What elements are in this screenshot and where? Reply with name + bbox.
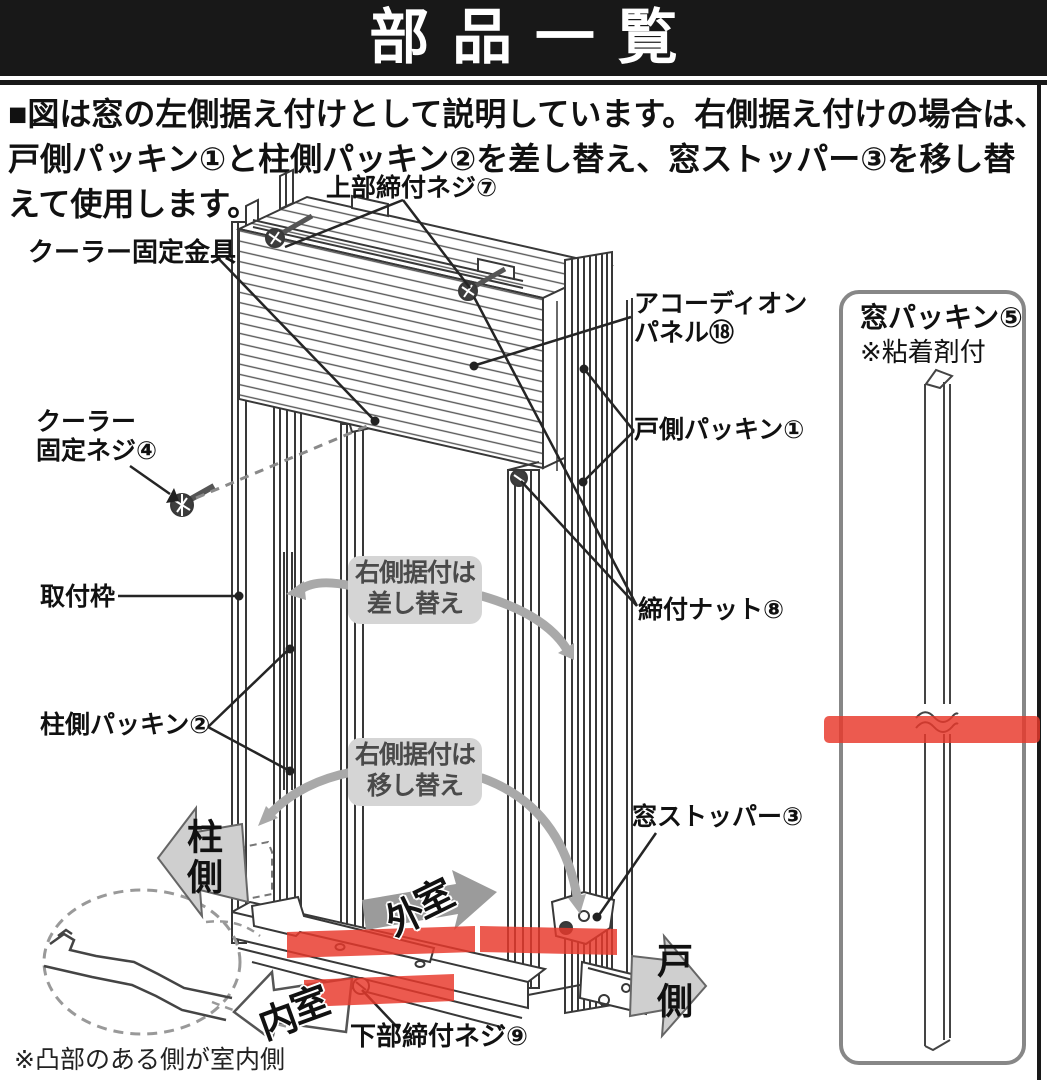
- label-cooler-screw: クーラー 固定ネジ④: [36, 408, 158, 465]
- highlight-bar: [287, 926, 475, 958]
- label-window-stopper: 窓ストッパー③: [632, 803, 804, 831]
- label-accordion-panel: アコーディオン パネル⑱: [634, 290, 808, 347]
- label-mounting-frame: 取付枠: [40, 583, 116, 611]
- footnote: ※凸部のある側が室内側: [14, 1046, 285, 1074]
- window-packing-strip-icon: [915, 368, 959, 1052]
- pillar-side-arrow-text: 柱側: [182, 818, 223, 898]
- callout-swap: 右側据付は 差し替え: [348, 556, 482, 624]
- label-door-packing: 戸側パッキン①: [634, 416, 805, 444]
- pillar-side-arrow-icon: [156, 805, 250, 920]
- page-right-border: [1037, 80, 1041, 1080]
- upper-screw-icon: [458, 266, 507, 301]
- label-tightening-nut: 締付ナット⑧: [638, 596, 785, 624]
- packing-profile-icon: [43, 928, 233, 1022]
- highlight-bar: [304, 974, 454, 1007]
- header-bar: 部品一覧: [0, 0, 1047, 76]
- label-pillar-packing: 柱側パッキン②: [40, 711, 211, 739]
- label-upper-screw: 上部締付ネジ⑦: [326, 174, 498, 202]
- window-packing-panel: [839, 290, 1026, 1065]
- leader-dots: [166, 361, 602, 922]
- header-divider: [0, 80, 1047, 85]
- mounting-frame-drawing: [170, 168, 650, 1029]
- intro-line-2: 戸側パッキン①と柱側パッキン②を差し替え、窓ストッパー③を移し替: [8, 141, 1016, 177]
- leader-lines: [118, 198, 658, 1029]
- intro-line-1: ■図は窓の左側据え付けとして説明しています。右側据え付けの場合は、: [8, 96, 1047, 132]
- upper-screw-icon: [265, 213, 314, 248]
- label-lower-screw: 下部締付ネジ⑨: [350, 1021, 529, 1051]
- highlight-bar: [480, 926, 617, 955]
- intro-line-3: えて使用します。: [8, 186, 260, 222]
- side-panel-title: 窓パッキン⑤: [860, 302, 1023, 333]
- side-panel-note: ※粘着剤付: [860, 337, 986, 367]
- callout-move: 右側据付は 移し替え: [348, 738, 482, 806]
- outdoor-arrow-icon: [362, 870, 497, 930]
- highlight-bar: [824, 716, 1040, 743]
- door-side-arrow-text: 戸側: [652, 942, 693, 1022]
- leader-arrowhead-icon: [166, 488, 179, 503]
- intro-paragraph: ■図は窓の左側据え付けとして説明しています。右側据え付けの場合は、 戸側パッキン…: [8, 92, 1047, 227]
- page-title: 部品一覧: [369, 4, 701, 71]
- label-cooler-bracket: クーラー固定金具: [28, 237, 237, 267]
- detail-callout-circle: [42, 888, 242, 1036]
- swap-curve-arrowheads: [258, 581, 586, 914]
- red-highlight-bars: [287, 716, 1040, 1007]
- door-side-arrow-icon: [628, 932, 708, 1039]
